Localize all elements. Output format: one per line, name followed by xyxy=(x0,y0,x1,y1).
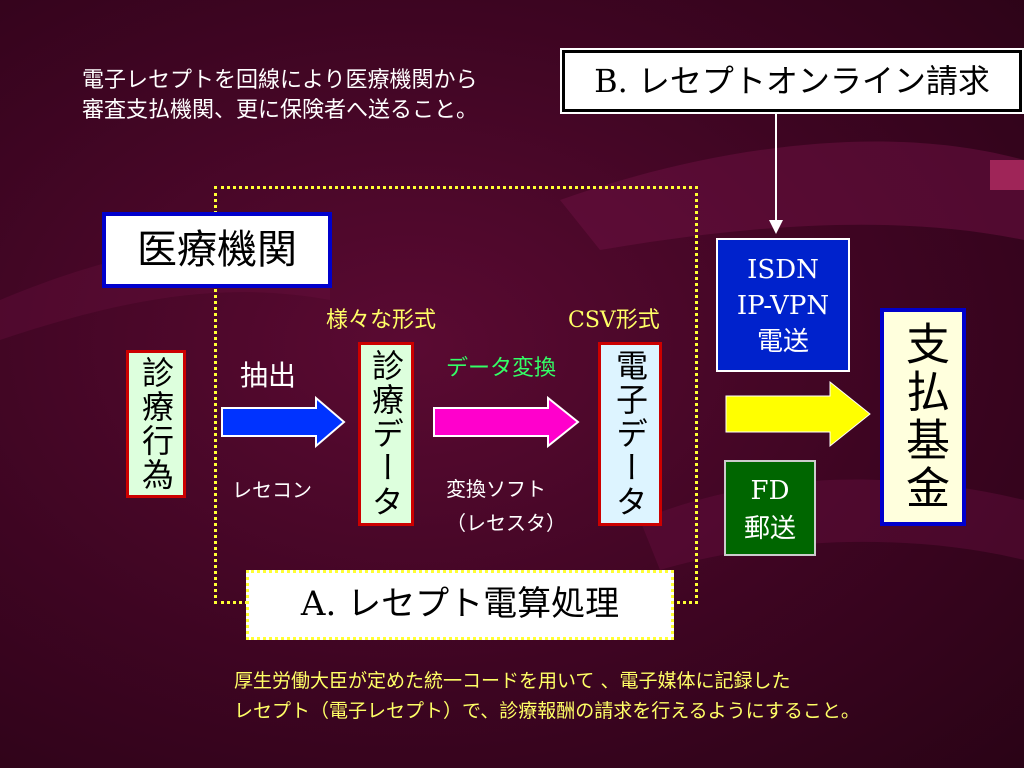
csv-format-label: CSV形式 xyxy=(568,308,660,333)
fd-line: FD xyxy=(750,476,790,506)
extract-label: 抽出 xyxy=(240,359,297,392)
electronic-data-box: 電子データ xyxy=(598,342,662,526)
medical-institution-label: 医療機関 xyxy=(102,212,332,288)
rececom-label: レセコン xyxy=(232,478,312,502)
online-transmission-box: ISDN IP-VPN 電送 xyxy=(716,238,850,372)
medical-data-box: 診療データ xyxy=(358,342,414,526)
data-conversion-label: データ変換 xyxy=(446,356,557,381)
mail-line: 郵送 xyxy=(743,514,796,544)
online-line-densou: 電送 xyxy=(756,327,809,357)
title-a-electronic-processing: A. レセプト電算処理 xyxy=(246,570,674,640)
footer-line: レセプト（電子レセプト）で、診療報酬の請求を行えるようにすること。 xyxy=(234,700,860,722)
footer-line: 厚生労働大臣が定めた統一コードを用いて 、電子媒体に記録した xyxy=(234,670,791,692)
intro-line: 審査支払機関、更に保険者へ送ること。 xyxy=(82,98,479,123)
intro-text: 電子レセプトを回線により医療機関から 審査支払機関、更に保険者へ送ること。 xyxy=(82,66,478,126)
intro-line: 電子レセプトを回線により医療機関から xyxy=(82,68,478,93)
online-line-ipvpn: IP-VPN xyxy=(736,291,830,321)
fd-mail-box: FD 郵送 xyxy=(724,460,816,556)
conversion-software-label: 変換ソフト（レセスタ） xyxy=(446,477,566,535)
payment-fund-box: 支払基金 xyxy=(880,308,966,526)
various-formats-label: 様々な形式 xyxy=(326,308,437,333)
online-line-isdn: ISDN xyxy=(747,255,819,285)
footer-description: 厚生労働大臣が定めた統一コードを用いて 、電子媒体に記録した レセプト（電子レセ… xyxy=(234,666,860,726)
medical-practice-box: 診療行為 xyxy=(126,350,186,498)
title-b-online-claim: B. レセプトオンライン請求 xyxy=(560,48,1024,114)
